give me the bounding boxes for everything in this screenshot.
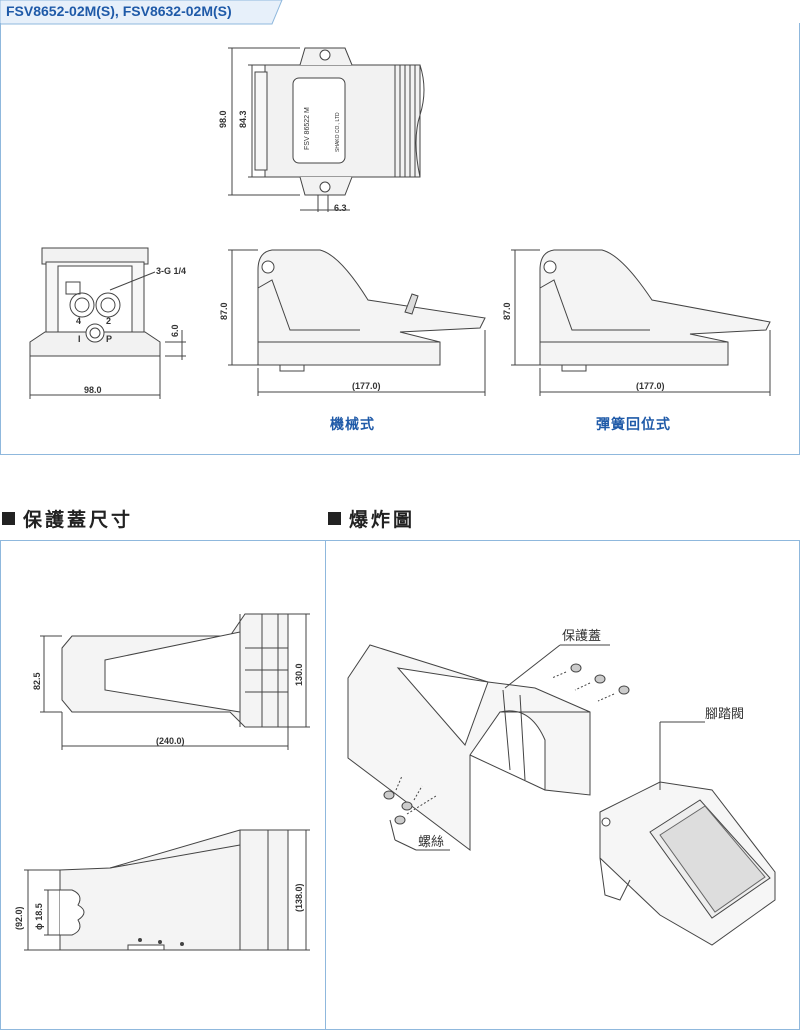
cover-dim-b: 130.0: [294, 663, 304, 686]
top-dim-height: 98.0: [218, 110, 228, 128]
spring-dim-length: (177.0): [636, 381, 665, 391]
cover-side-dim-c: (138.0): [294, 883, 304, 912]
mech-dim-length: (177.0): [352, 381, 381, 391]
caption-spring: 彈簧回位式: [596, 417, 671, 433]
label-pedal: 腳踏閥: [705, 707, 744, 722]
front-port-label: 3-G 1/4: [156, 266, 186, 276]
front-port-i: I: [78, 334, 81, 344]
cover-dim-a: 82.5: [32, 672, 42, 690]
mech-dim-height: 87.0: [219, 302, 229, 320]
top-dim-inner: 84.3: [238, 110, 248, 128]
cover-side-dim-a: (92.0): [14, 906, 24, 930]
front-port-4: 4: [76, 316, 81, 326]
spring-dim-height: 87.0: [502, 302, 512, 320]
square-bullet-icon: [328, 512, 341, 525]
front-dim-width: 98.0: [84, 385, 102, 395]
front-dim-base: 6.0: [170, 324, 180, 337]
label-cover: 保護蓋: [562, 628, 601, 644]
cover-side-dim-b: ϕ 18.5: [34, 903, 44, 930]
top-label-model: FSV 86522 M: [304, 107, 311, 150]
section-title-cover: 保護蓋尺寸: [2, 505, 133, 532]
caption-mechanical: 機械式: [330, 417, 375, 433]
model-title: FSV8652-02M(S), FSV8632-02M(S): [6, 3, 232, 19]
front-port-p: P: [106, 334, 112, 344]
top-label-maker: SHAKO CO., LTD: [335, 112, 341, 152]
front-port-2: 2: [106, 316, 111, 326]
label-screw: 螺絲: [418, 835, 444, 850]
top-dim-slot: 6.3: [334, 203, 347, 213]
section-title-exploded: 爆炸圖: [328, 505, 415, 532]
tab-shape: [0, 0, 283, 25]
cover-dim-c: (240.0): [156, 736, 185, 746]
square-bullet-icon: [2, 512, 15, 525]
